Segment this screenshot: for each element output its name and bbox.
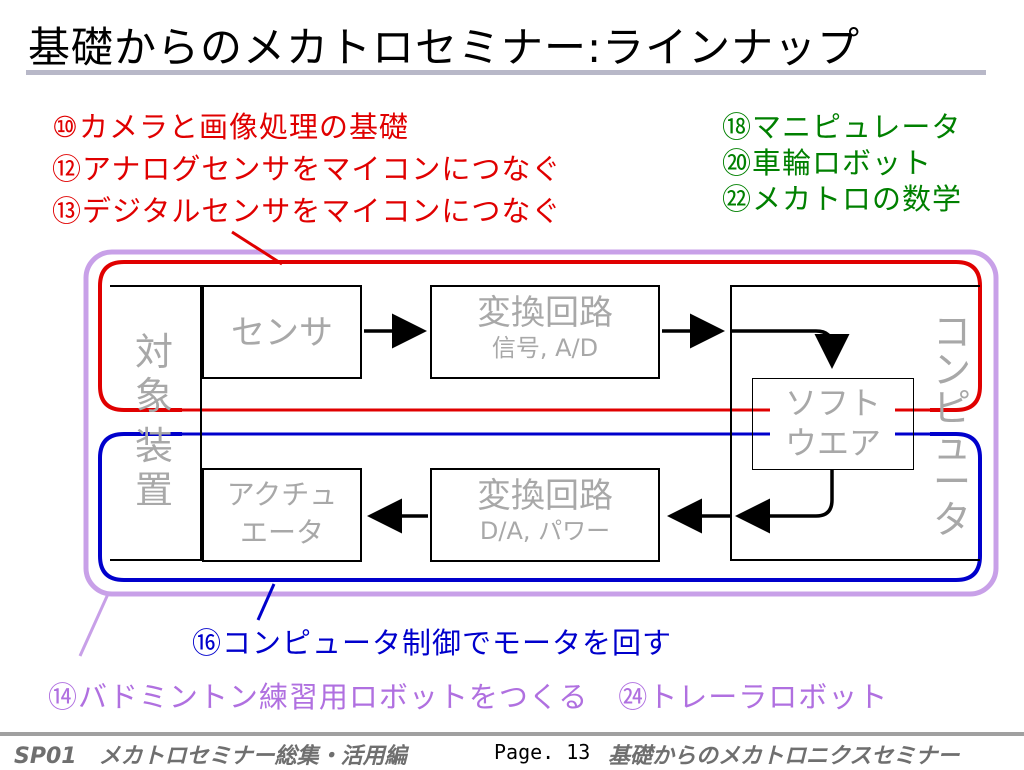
title-underline [26, 70, 986, 75]
converter-output-subtitle: D/A, パワー [479, 517, 611, 545]
purple-caption: ⑭バドミントン練習用ロボットをつくる ㉔トレーラロボット [48, 680, 889, 714]
computer-box [730, 285, 980, 561]
red-list-item: ⑫アナログセンサをマイコンにつなぐ [52, 152, 562, 186]
object-device-divider [200, 285, 202, 561]
object-label-char: 象 [134, 374, 173, 418]
blue-pointer [256, 583, 276, 621]
sensor-label: センサ [231, 313, 333, 353]
converter-output-box: 変換回路 D/A, パワー [430, 468, 660, 562]
computer-label-char: ー [932, 460, 971, 504]
actuator-label-line2: エータ [239, 516, 324, 549]
software-box: ソフト ウエア [752, 378, 914, 470]
purple-loop [83, 249, 999, 597]
blue-loop [98, 432, 982, 582]
software-label-line2: ウエア [784, 424, 881, 462]
purple-pointer [78, 593, 110, 657]
footer-right: 基礎からのメカトロニクスセミナー [608, 744, 960, 769]
sensor-box: センサ [202, 285, 362, 379]
software-label-line1: ソフト [784, 384, 881, 422]
converter-input-title: 変換回路 [477, 293, 613, 333]
computer-label-char: コ [932, 310, 971, 354]
blue-caption: ⑯コンピュータ制御でモータを回す [192, 626, 673, 660]
object-label-char: 装 [134, 424, 173, 468]
converter-input-box: 変換回路 信号, A/D [430, 285, 660, 379]
green-list-item: ⑳車輪ロボット [722, 146, 933, 180]
converter-input-subtitle: 信号, A/D [491, 334, 599, 362]
computer-label-char: ン [932, 348, 971, 392]
computer-label-char: ュ [932, 424, 971, 468]
object-label-char: 置 [134, 468, 173, 512]
actuator-label-line1: アクチュ [226, 478, 338, 511]
footer-page: Page. 13 [494, 740, 591, 764]
computer-label-char: ピ [932, 386, 971, 430]
footer-left: SP01 メカトロセミナー総集・活用編 [14, 744, 407, 769]
red-loop [98, 260, 982, 412]
page-title: 基礎からのメカトロセミナー:ラインナップ [28, 23, 861, 72]
green-list-item: ⑱マニピュレータ [722, 110, 962, 144]
red-pointer [231, 230, 283, 266]
red-list-item: ⑩カメラと画像処理の基礎 [52, 110, 409, 144]
actuator-box: アクチュ エータ [202, 468, 362, 562]
arrow-to-software [730, 329, 850, 369]
green-list-item: ㉒メカトロの数学 [722, 182, 963, 216]
object-device-frame [110, 285, 202, 561]
computer-label-char: タ [932, 498, 971, 542]
red-list-item: ⑬デジタルセンサをマイコンにつなぐ [52, 194, 562, 228]
footer-rule [0, 732, 1024, 736]
arrow-software-out [735, 470, 834, 534]
converter-output-title: 変換回路 [477, 476, 613, 516]
object-label-char: 対 [134, 330, 173, 374]
